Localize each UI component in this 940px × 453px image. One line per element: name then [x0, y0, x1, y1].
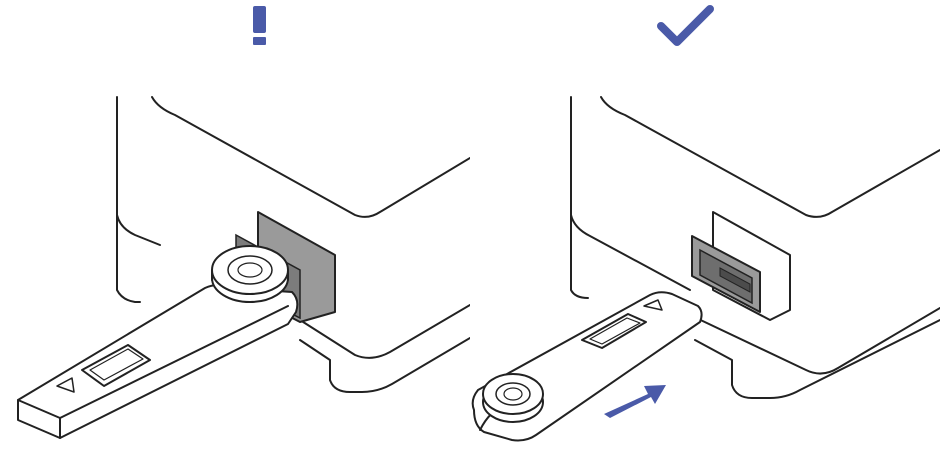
correct-insertion-illustration — [470, 0, 940, 453]
checkmark-icon — [661, 9, 710, 42]
insertion-arrow-icon — [604, 385, 666, 418]
exclamation-icon — [253, 6, 266, 45]
incorrect-orientation-panel — [0, 0, 470, 453]
security-key-correct — [473, 292, 702, 440]
usb-port — [692, 212, 790, 320]
security-key-upside-down — [18, 246, 297, 438]
incorrect-insertion-illustration — [0, 0, 470, 453]
correct-orientation-panel — [470, 0, 940, 453]
